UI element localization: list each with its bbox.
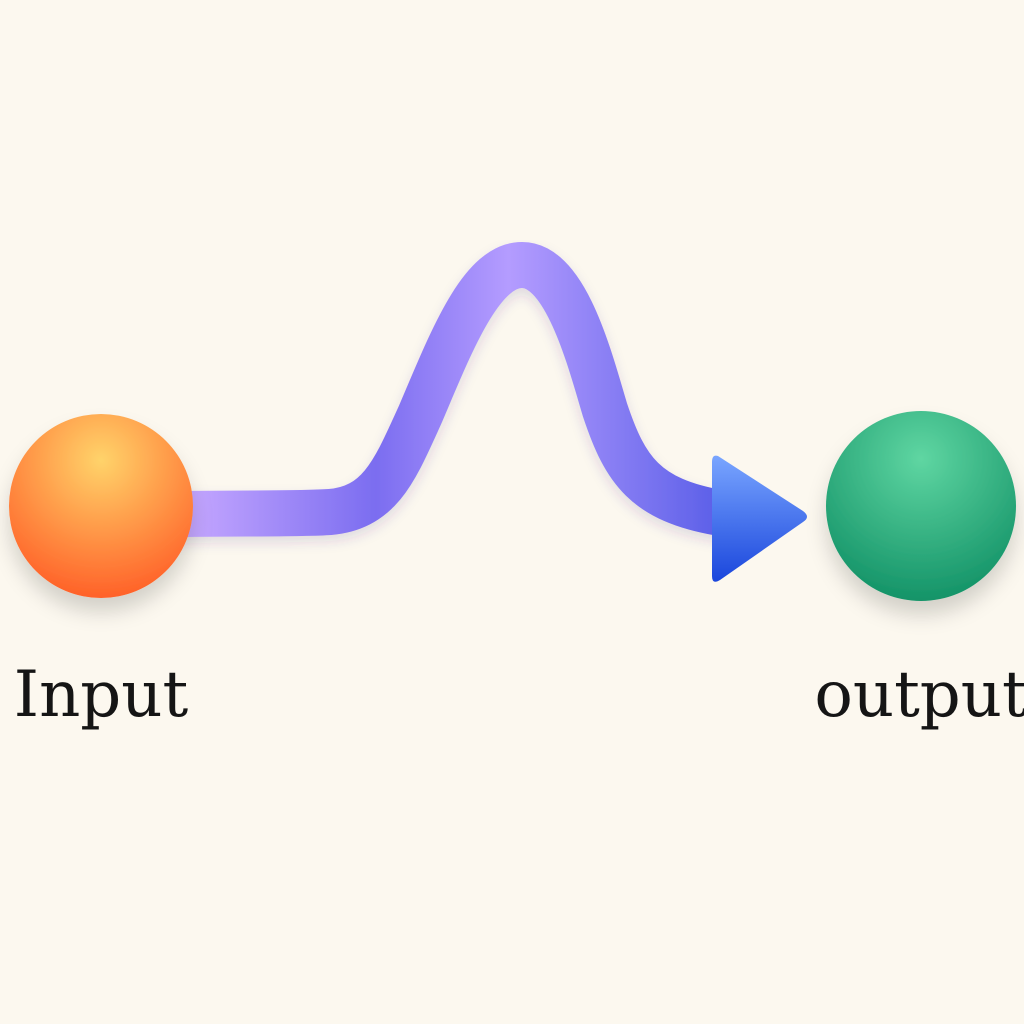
arrowhead-icon bbox=[712, 455, 807, 582]
connector-edge bbox=[157, 241, 743, 537]
input-node bbox=[9, 414, 193, 598]
output-node bbox=[826, 411, 1016, 601]
input-label: Input bbox=[14, 658, 189, 732]
output-label: output bbox=[814, 658, 1024, 732]
